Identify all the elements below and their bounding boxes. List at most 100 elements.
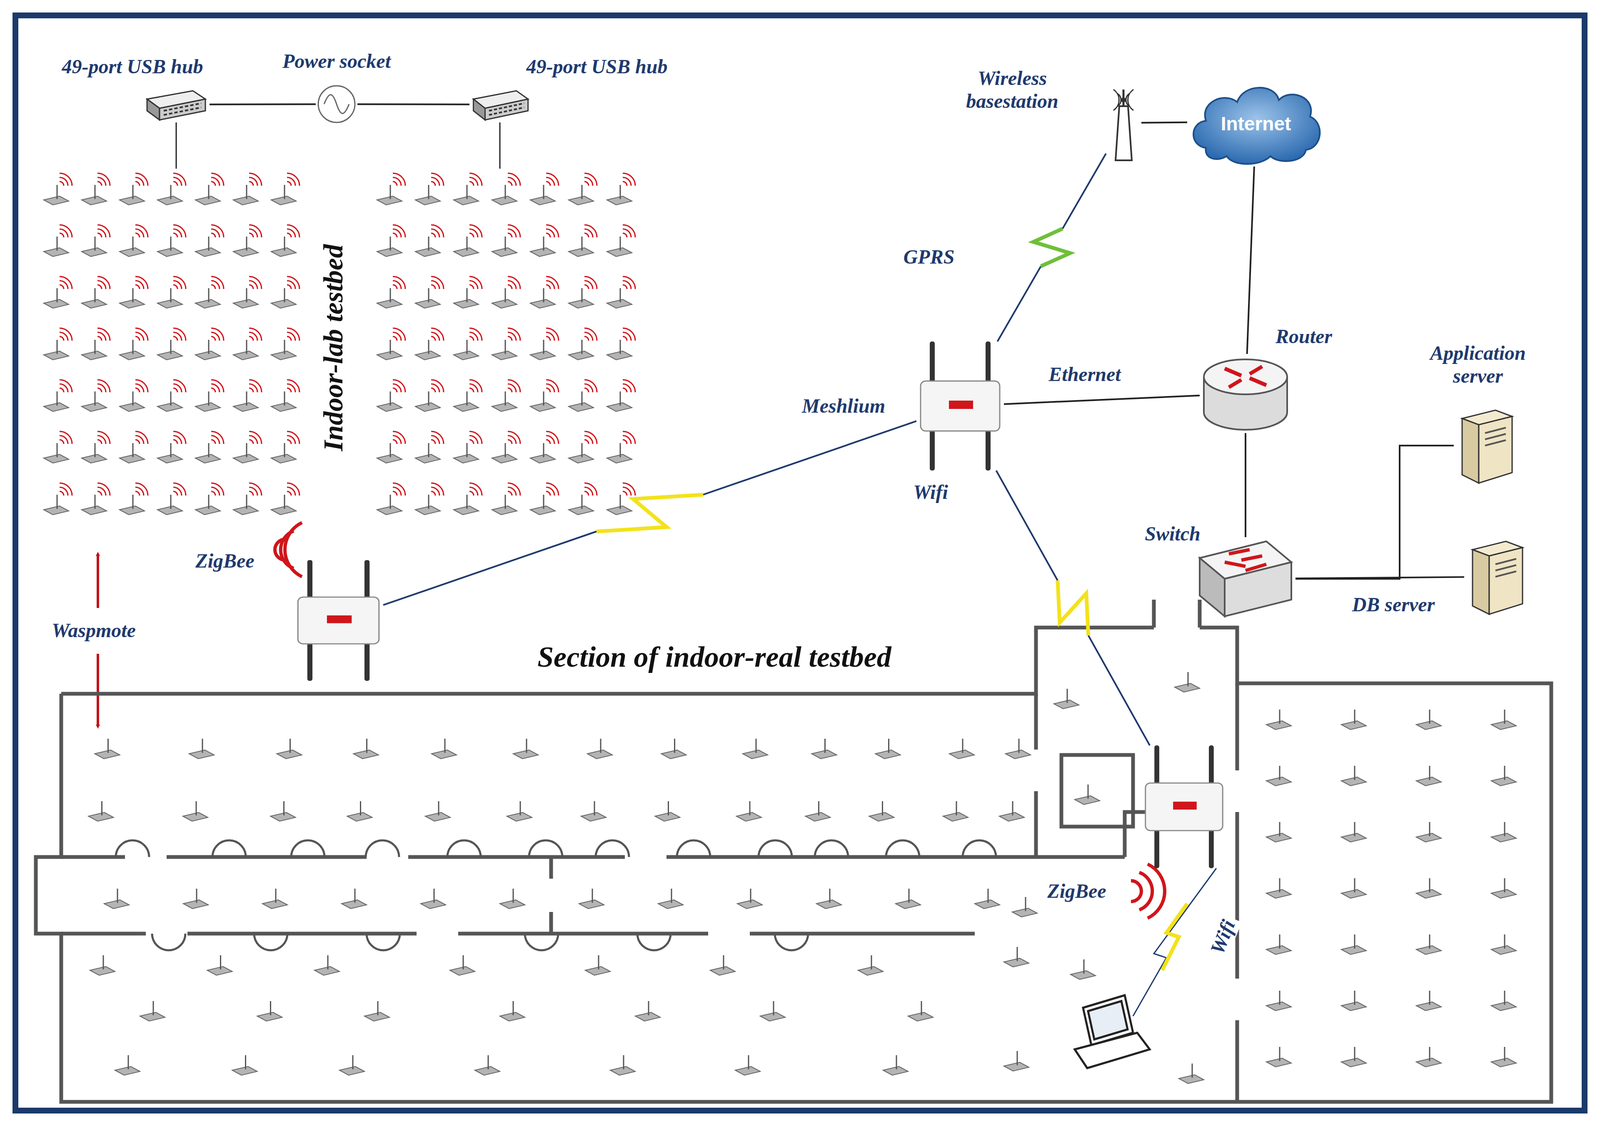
drawing-path bbox=[469, 435, 478, 445]
drawing-path bbox=[546, 435, 555, 445]
drawing-line bbox=[1429, 1047, 1431, 1062]
door-arc bbox=[524, 933, 559, 951]
drawing-polygon bbox=[1341, 1058, 1367, 1068]
waspmote-icon bbox=[376, 276, 406, 309]
waspmote-icon bbox=[270, 801, 296, 822]
drawing-path bbox=[173, 379, 186, 393]
drawing-line bbox=[127, 1055, 130, 1070]
door-arc bbox=[254, 933, 288, 951]
link-line bbox=[1244, 433, 1247, 538]
drawing-polygon bbox=[1266, 946, 1292, 955]
drawing-path bbox=[507, 328, 521, 341]
drawing-path bbox=[431, 224, 444, 238]
drawing-polygon bbox=[606, 247, 632, 257]
drawing-path bbox=[59, 173, 73, 186]
drawing-line bbox=[389, 494, 392, 510]
drawing-path bbox=[249, 224, 262, 238]
door-arc bbox=[152, 933, 186, 951]
waspmote-icon bbox=[1266, 990, 1292, 1011]
waspmote-icon bbox=[710, 955, 736, 976]
drawing-polygon bbox=[568, 506, 594, 515]
waspmote-icon bbox=[1491, 1047, 1517, 1068]
drawing-polygon bbox=[635, 1012, 661, 1022]
drawing-line bbox=[1224, 368, 1242, 376]
drawing-path bbox=[546, 229, 555, 238]
drawing-path bbox=[392, 284, 397, 290]
drawing-polygon bbox=[376, 299, 402, 309]
waspmote-icon bbox=[1416, 766, 1442, 787]
waspmote-icon bbox=[119, 431, 148, 464]
drawing-polygon bbox=[157, 299, 183, 309]
door-arc bbox=[676, 840, 711, 858]
drawing-path bbox=[287, 332, 296, 341]
drawing-path bbox=[249, 483, 262, 496]
door-arc bbox=[595, 840, 630, 858]
drawing-path bbox=[549, 857, 554, 934]
drawing-path bbox=[469, 431, 482, 445]
drawing-rect bbox=[326, 615, 352, 624]
drawing-path bbox=[392, 276, 406, 290]
drawing-line bbox=[170, 391, 172, 406]
waspmote-icon bbox=[869, 801, 895, 822]
drawing-polygon bbox=[257, 1012, 283, 1022]
drawing-path bbox=[1235, 683, 1240, 1103]
drawing-path bbox=[287, 483, 300, 496]
drawing-path bbox=[249, 181, 254, 186]
drawing-line bbox=[175, 122, 178, 169]
drawing-polygon bbox=[157, 402, 183, 412]
drawing-polygon bbox=[339, 1066, 365, 1076]
router-node: Router bbox=[1199, 354, 1292, 434]
drawing-polygon bbox=[195, 506, 221, 515]
drawing-path bbox=[1495, 559, 1517, 577]
waspmote-icon bbox=[1003, 1051, 1029, 1072]
hub-shape bbox=[469, 86, 532, 123]
drawing-polygon bbox=[1491, 1058, 1517, 1068]
drawing-polygon bbox=[119, 299, 145, 309]
waspmote-icon bbox=[742, 738, 768, 759]
drawing-rect bbox=[1208, 745, 1214, 790]
drawing-path bbox=[507, 173, 521, 186]
drawing-line bbox=[504, 339, 507, 355]
waspmote-icon bbox=[1074, 784, 1100, 805]
drawing-path bbox=[173, 224, 186, 238]
drawing-polygon bbox=[816, 900, 842, 909]
drawing-line bbox=[956, 801, 958, 816]
drawing-line bbox=[619, 288, 622, 303]
drawing-rect bbox=[1208, 824, 1214, 869]
drawing-path bbox=[59, 181, 64, 186]
drawing-path bbox=[507, 280, 517, 290]
drawing-path bbox=[249, 332, 258, 341]
drawing-polygon bbox=[1074, 796, 1100, 805]
drawing-line bbox=[519, 801, 522, 816]
door-arc bbox=[774, 933, 809, 951]
drawing-path bbox=[211, 332, 220, 341]
drawing-g bbox=[1224, 549, 1267, 571]
drawing-line bbox=[1429, 709, 1431, 724]
drawing-path bbox=[173, 487, 182, 496]
drawing-path bbox=[431, 328, 444, 341]
waspmote-icon bbox=[81, 483, 110, 515]
drawing-path bbox=[287, 177, 296, 186]
drawing-path bbox=[59, 379, 73, 393]
drawing-line bbox=[619, 184, 622, 200]
drawing-path bbox=[507, 336, 512, 341]
drawing-rect bbox=[297, 597, 380, 644]
drawing-polygon bbox=[271, 454, 297, 464]
door-arc bbox=[637, 933, 671, 951]
drawing-line bbox=[581, 184, 583, 200]
drawing-line bbox=[1354, 934, 1356, 949]
drawing-line bbox=[1504, 709, 1506, 724]
waspmote-icon bbox=[119, 276, 148, 309]
drawing-path bbox=[546, 280, 555, 290]
drawing-path bbox=[546, 177, 555, 186]
drawing-line bbox=[748, 1055, 750, 1070]
waspmote-icons bbox=[43, 173, 1517, 1084]
waspmote-icon bbox=[606, 431, 636, 464]
drawing-line bbox=[366, 738, 368, 754]
drawing-polygon bbox=[530, 247, 556, 257]
cloud-node: Internet bbox=[1187, 77, 1325, 167]
waspmote-icon bbox=[610, 1055, 636, 1076]
drawing-path bbox=[469, 276, 482, 290]
drawing-path bbox=[173, 229, 182, 238]
drawing-path bbox=[97, 276, 110, 290]
